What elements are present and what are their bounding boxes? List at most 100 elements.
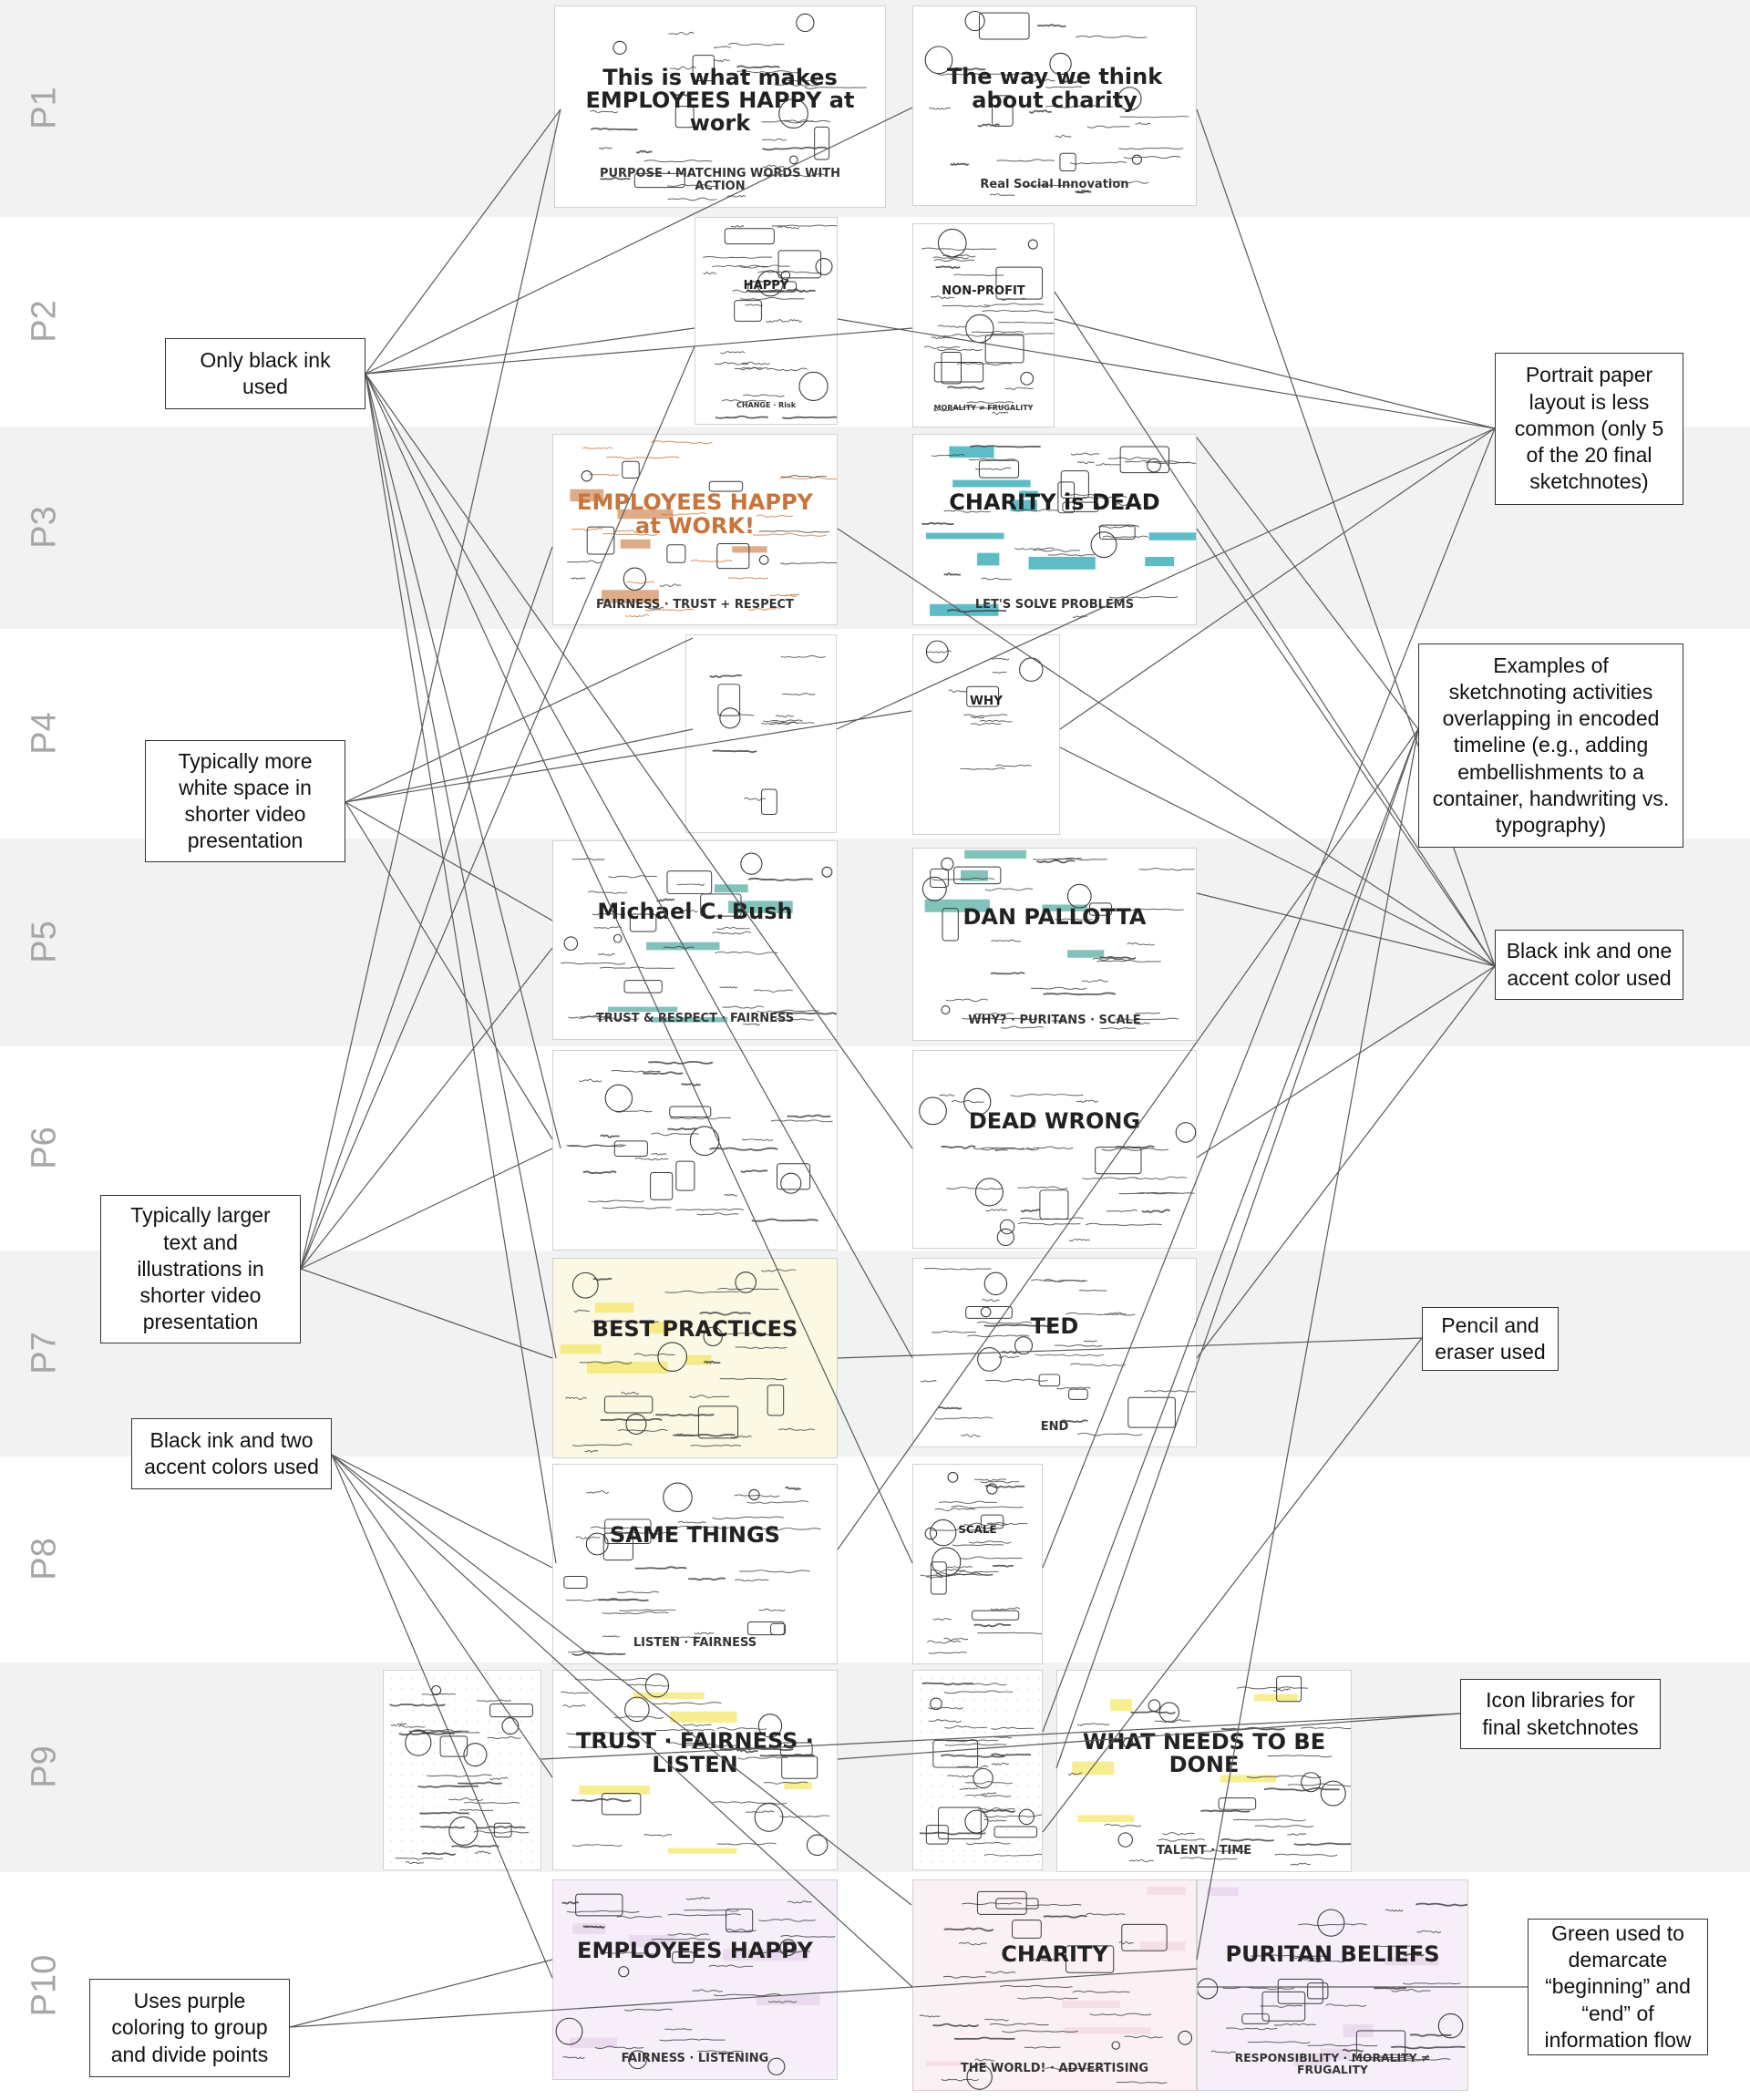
sketchnote-subtext: END — [1040, 1419, 1069, 1434]
connector-line — [1055, 728, 1419, 1769]
connector-line — [331, 1454, 553, 1979]
sketchnote-headline: SAME THINGS — [610, 1522, 780, 1549]
connector-line — [331, 1454, 553, 1569]
sketchnote-headline: DAN PALLOTTA — [962, 904, 1147, 930]
sketchnote-subtext: LISTEN · FAIRNESS — [633, 1636, 757, 1651]
sketchnote-headline: WHY — [970, 694, 1003, 709]
sketchnote-thumbnail: DAN PALLOTTA WHY? · PURITANS · SCALE — [912, 848, 1197, 1041]
sketchnote-headline: HAPPY — [743, 278, 789, 293]
connector-line — [837, 318, 1496, 429]
sketchnote-headline: EMPLOYEES HAPPY — [577, 1938, 813, 1964]
connector-line — [365, 327, 695, 375]
connector-line — [300, 1148, 553, 1270]
connector-line — [836, 427, 1496, 730]
connector-line — [331, 1454, 913, 1988]
sketch-scribbles — [560, 1269, 815, 1453]
sketch-scribbles — [567, 440, 837, 618]
sketchnote-thumbnail — [912, 1670, 1043, 1870]
sketchnote-headline: The way we think about charity — [946, 64, 1163, 113]
portrait-layout-callout: Portrait paper layout is less common (on… — [1495, 353, 1683, 505]
sketchnote-thumbnail — [685, 634, 837, 833]
sketchnote-subtext: Real Social Innovation — [980, 178, 1129, 192]
connector-line — [300, 947, 553, 1270]
sketchnote-headline: WHAT NEEDS TO BE DONE — [1082, 1729, 1326, 1778]
sketch-scribbles — [919, 1677, 1042, 1863]
sketch-scribbles — [919, 1087, 1196, 1247]
connector-line — [1059, 746, 1496, 967]
sketchnote-thumbnail: TRUST · FAIRNESS · LISTEN — [552, 1670, 838, 1870]
sketchnote-thumbnail: NON-PROFIT MORALITY ≠ FRUGALITY — [912, 223, 1055, 427]
sketch-scribbles — [709, 654, 826, 815]
connector-line — [289, 1959, 553, 2028]
sketchnote-thumbnail: EMPLOYEES HAPPY at WORK!FAIRNESS · TRUST… — [552, 434, 838, 625]
sketchnote-thumbnail: DEAD WRONG — [912, 1050, 1197, 1249]
connector-line — [365, 108, 561, 375]
connector-line — [540, 1713, 1461, 1760]
overlap-activities-callout: Examples of sketchnoting activities over… — [1418, 643, 1683, 848]
sketchnote-subtext: TRUST & RESPECT · FAIRNESS — [595, 1012, 795, 1026]
sketchnote-headline: PURITAN BELIEFS — [1225, 1941, 1440, 1967]
connector-line — [1059, 427, 1496, 730]
sketchnote-headline: EMPLOYEES HAPPY at WORK! — [577, 489, 813, 539]
connector-line — [365, 107, 913, 375]
connector-line — [331, 1454, 912, 1906]
connector-line — [345, 637, 694, 803]
sketchnote-subtext: LET'S SOLVE PROBLEMS — [974, 597, 1135, 612]
sketchnote-headline: Michael C. Bush — [597, 899, 793, 925]
sketchnote-headline: SCALE — [958, 1523, 997, 1537]
connector-line — [365, 373, 561, 1149]
connector-line — [1042, 728, 1419, 1733]
sketchnote-headline: NON-PROFIT — [942, 283, 1025, 298]
sketch-scribbles — [921, 849, 1195, 1030]
sketchnote-subtext: CHANGE · Risk — [736, 400, 797, 409]
sketch-scribbles — [1198, 1887, 1467, 2066]
sketch-scribbles — [563, 1482, 821, 1656]
connector-line — [1196, 965, 1496, 1359]
sketchnote-subtext: FAIRNESS · LISTENING — [621, 2052, 769, 2066]
sketchnote-thumbnail: HAPPY CHANGE · Risk — [695, 217, 838, 425]
sketch-scribbles — [555, 1893, 836, 2075]
sketch-scribbles — [919, 1887, 1193, 2090]
connector-line — [837, 528, 1496, 967]
connector-line — [345, 728, 694, 803]
sketch-scribbles — [1067, 1675, 1351, 1866]
green-demarcate-callout: Green used to demarcate “beginning” and … — [1528, 1919, 1708, 2055]
sketchnote-thumbnail: PURITAN BELIEFS RESPONSIBILITY · MORALITY… — [1197, 1879, 1468, 2091]
connector-line — [1196, 965, 1496, 1158]
connector-line — [300, 345, 695, 1270]
sketchnote-thumbnail: This is what makes EMPLOYEES HAPPY at wo… — [554, 5, 886, 208]
connector-line — [365, 327, 913, 375]
sketch-scribbles — [920, 1471, 1042, 1654]
connector-line — [1042, 427, 1496, 1569]
sketchnote-thumbnail: EMPLOYEES HAPPY FAIRNESS · LISTENING — [552, 1879, 838, 2080]
sketch-scribbles — [920, 1268, 1196, 1437]
sketchnote-subtext: MORALITY ≠ FRUGALITY — [933, 404, 1034, 413]
connector-line — [331, 1454, 553, 1778]
sketchnote-subtext: RESPONSIBILITY · MORALITY ≠ FRUGALITY — [1234, 2050, 1431, 2076]
connector-line — [1042, 1337, 1423, 1833]
sketch-scribbles — [921, 228, 1054, 416]
connector-line — [837, 1713, 1461, 1760]
sketch-scribbles — [702, 224, 837, 419]
row-band-p3 — [0, 427, 1750, 629]
sketch-scribbles — [925, 640, 1044, 770]
sketchnote-thumbnail: WHY — [912, 634, 1060, 835]
connector-line — [837, 1337, 1423, 1359]
sketchnote-thumbnail — [552, 1050, 838, 1251]
sketchnote-thumbnail: SCALE — [912, 1464, 1043, 1664]
sketchnote-subtext: WHY? · PURITANS · SCALE — [968, 1013, 1141, 1027]
connector-line — [365, 373, 557, 1359]
sketch-scribbles — [389, 1677, 533, 1865]
pencil-eraser-callout: Pencil and eraser used — [1422, 1307, 1559, 1371]
connector-line — [300, 1268, 553, 1359]
connector-line — [837, 728, 1419, 1550]
sketchnote-subtext: TALENT · TIME — [1156, 1843, 1252, 1858]
sketchnote-headline: DEAD WRONG — [968, 1107, 1141, 1134]
sketchnote-thumbnail: SAME THINGS LISTEN · FAIRNESS — [552, 1464, 838, 1664]
row-band-p9 — [0, 1662, 1750, 1872]
sketch-scribbles — [566, 1060, 833, 1222]
